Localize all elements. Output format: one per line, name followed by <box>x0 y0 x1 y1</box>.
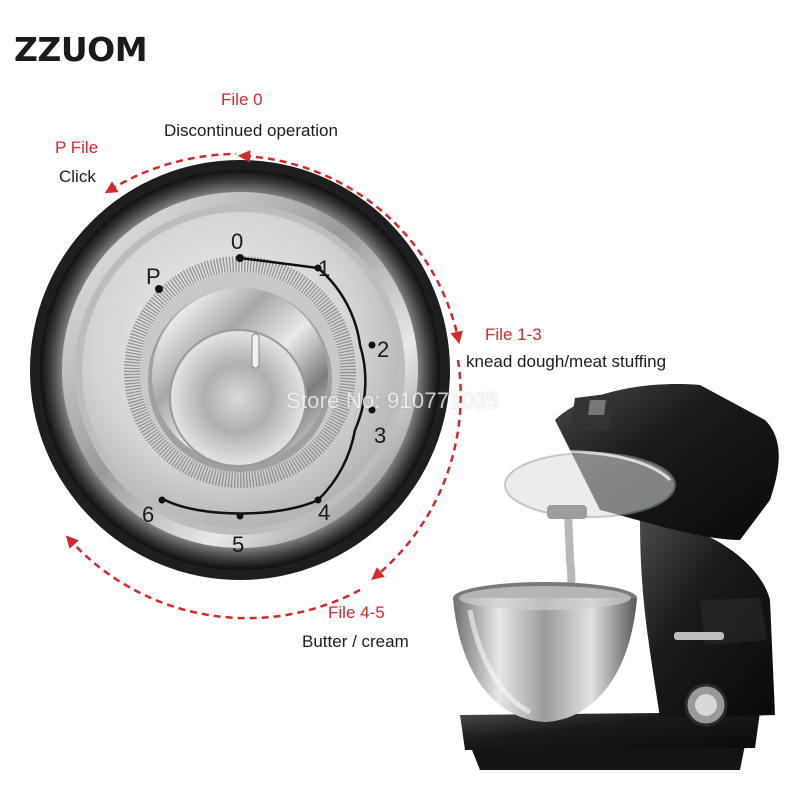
dial-label-2: 2 <box>377 337 389 362</box>
stand-mixer <box>453 384 779 770</box>
file0-desc: Discontinued operation <box>164 121 338 140</box>
pfile-desc: Click <box>59 167 96 186</box>
file13-desc: knead dough/meat stuffing <box>466 352 667 371</box>
file45-title: File 4-5 <box>328 603 385 622</box>
brand-logo: ZZUOM <box>14 30 148 69</box>
file45-desc: Butter / cream <box>302 632 409 651</box>
arrow-file0-to-file13 <box>237 150 463 345</box>
dial-label-p: P <box>146 264 161 289</box>
file0-title: File 0 <box>221 90 263 109</box>
dial-label-1: 1 <box>318 256 330 281</box>
arrow-file13-to-file45 <box>371 359 462 581</box>
dial-label-4: 4 <box>318 500 330 525</box>
arrow-file45-to-file6 <box>65 535 361 620</box>
store-watermark: Store No: 910771035 <box>286 388 499 413</box>
file13-title: File 1-3 <box>485 325 542 344</box>
dial-label-3: 3 <box>374 423 386 448</box>
dial-label-6: 6 <box>142 502 154 527</box>
dial-label-5: 5 <box>232 532 244 557</box>
guide-arrows <box>65 150 463 620</box>
control-dial: 0 1 2 3 4 5 6 P <box>30 160 450 580</box>
pfile-title: P File <box>55 138 99 157</box>
dial-label-0: 0 <box>231 229 243 254</box>
arrow-pfile <box>104 152 237 194</box>
